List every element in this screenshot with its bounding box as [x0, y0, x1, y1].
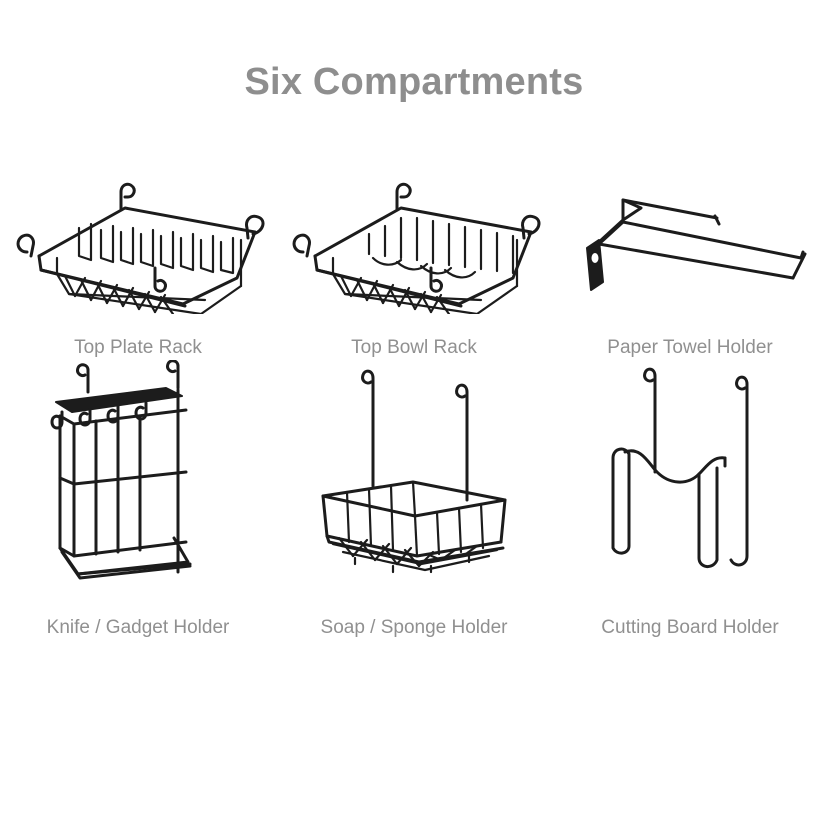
compartment-label: Top Plate Rack: [74, 337, 202, 358]
compartment-label: Knife / Gadget Holder: [46, 617, 230, 638]
compartment-label: Soap / Sponge Holder: [320, 617, 508, 638]
compartment-row-top: Top Plate Rack: [0, 150, 828, 360]
compartment-item-top-plate-rack[interactable]: Top Plate Rack: [0, 150, 276, 360]
paper-towel-arm-icon: [552, 174, 828, 314]
compartment-label: Top Bowl Rack: [351, 337, 477, 358]
compartment-item-top-bowl-rack[interactable]: Top Bowl Rack: [276, 150, 552, 360]
compartment-label: Cutting Board Holder: [601, 617, 779, 638]
knife-gadget-rack-icon: [0, 360, 276, 590]
bowl-rack-basket-icon: [276, 174, 552, 314]
soap-sponge-basket-icon: [276, 360, 552, 590]
page-title: Six Compartments: [244, 61, 584, 103]
compartment-label: Paper Towel Holder: [607, 337, 773, 358]
cutting-board-cradle-icon: [552, 360, 828, 590]
compartment-item-cutting-board-holder[interactable]: Cutting Board Holder: [552, 360, 828, 640]
compartment-row-bottom: Knife / Gadget Holder: [0, 360, 828, 640]
plate-rack-basket-icon: [0, 174, 276, 314]
compartment-item-soap-sponge-holder[interactable]: Soap / Sponge Holder: [276, 360, 552, 640]
compartment-item-knife-gadget-holder[interactable]: Knife / Gadget Holder: [0, 360, 276, 640]
compartment-grid: Top Plate Rack: [0, 150, 828, 640]
compartment-item-paper-towel-holder[interactable]: Paper Towel Holder: [552, 150, 828, 360]
